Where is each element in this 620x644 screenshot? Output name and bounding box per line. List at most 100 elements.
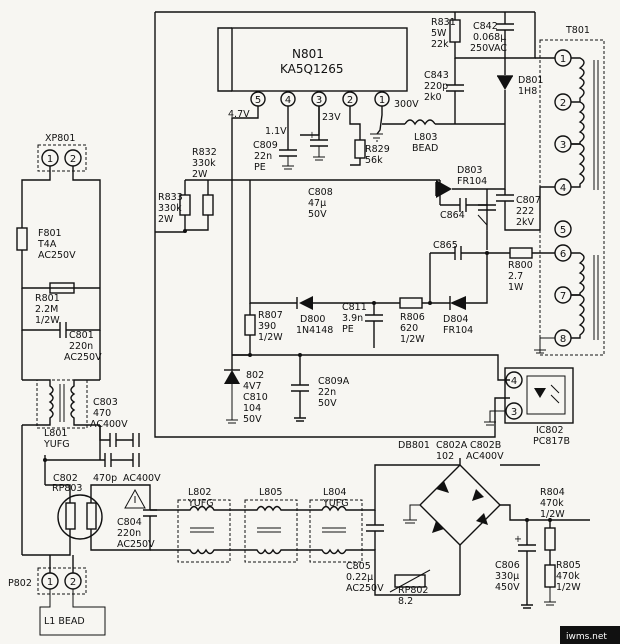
r807-value1: 390	[258, 321, 276, 332]
ic-pin4-voltage: 1.1V	[265, 126, 287, 137]
l803-inductor	[404, 119, 505, 126]
p802-note: L1 BEAD	[44, 616, 85, 627]
r832-value2: 2W	[192, 169, 208, 180]
c809a-value2: 50V	[318, 398, 337, 409]
c803-value1: 470	[93, 408, 111, 419]
rp802-ref: RP802	[398, 585, 428, 596]
c802-ref: C802	[53, 473, 78, 484]
c842-value1: 0.068μ	[473, 32, 506, 43]
c803-value2: AC400V	[90, 419, 128, 430]
l805-ref: L805	[259, 487, 282, 498]
l803-value: BEAD	[412, 143, 438, 154]
c801-ref: C801	[69, 330, 94, 341]
r806-ref: R806	[400, 312, 425, 323]
c810-value2: 50V	[243, 414, 262, 425]
r807-value2: 1/2W	[258, 332, 283, 343]
d804-value: FR104	[443, 325, 473, 336]
p802-pin-2: 2	[70, 577, 76, 588]
c806-ref: C806	[495, 560, 520, 571]
z802-value: 4V7	[243, 381, 262, 392]
l804-ref: L804	[323, 487, 346, 498]
l801-ref: L801	[44, 428, 67, 439]
ic802-pin-4: 4	[511, 376, 517, 387]
t801-pin-6: 6	[560, 249, 566, 260]
svg-text:+: +	[308, 130, 316, 141]
rp803-ref: RP803	[52, 483, 82, 494]
xp801-connector	[16, 144, 101, 380]
d803-ref: D803	[457, 165, 482, 176]
c802b-ref: C802B	[470, 440, 501, 451]
t801-pin-1: 1	[560, 54, 566, 65]
c843-ref: C843	[424, 70, 449, 81]
r800-value1: 2.7	[508, 271, 523, 282]
f801-ref: F801	[38, 228, 62, 239]
r801-value1: 2.2M	[35, 304, 58, 315]
t801-pin-8: 8	[560, 334, 566, 345]
c843-value2: 2k0	[424, 92, 442, 103]
c810-value1: 104	[243, 403, 261, 414]
ic-ref: N801	[292, 47, 324, 61]
r807-ref: R807	[258, 310, 283, 321]
r833-ref: R833	[158, 192, 183, 203]
emi-chokes	[150, 499, 363, 563]
r801-value2: 1/2W	[35, 315, 60, 326]
r833-value1: 330k	[158, 203, 182, 214]
d803-value: FR104	[457, 176, 487, 187]
c804-value1: 220n	[117, 528, 141, 539]
t801-ref: T801	[565, 25, 590, 36]
d803-c864	[435, 124, 555, 250]
r831-value2: 22k	[431, 39, 449, 50]
watermark: iwms.net	[566, 632, 607, 642]
c804-value2: AC250V	[117, 539, 155, 550]
d804-ref: D804	[443, 314, 468, 325]
c802-value2: AC400V	[123, 473, 161, 484]
l803-ref: L803	[414, 132, 437, 143]
c864-ref: C864	[440, 210, 465, 221]
f801-value2: AC250V	[38, 250, 76, 261]
c802a-value: 102	[436, 451, 454, 462]
c843-value1: 220p	[424, 81, 448, 92]
feedback-row	[232, 180, 488, 356]
r829-value: 56k	[365, 155, 383, 166]
l801-value: YUFG	[43, 439, 70, 450]
ic802-ref: IC802	[536, 425, 564, 436]
ic-pin3-voltage: 23V	[322, 112, 341, 123]
c801-value1: 220n	[69, 341, 93, 352]
z802-ref: 802	[246, 370, 264, 381]
d800-ref: D800	[300, 314, 325, 325]
rp803-thermistor	[22, 484, 157, 556]
r804-ref: R804	[540, 487, 565, 498]
c865-ref: C865	[433, 240, 458, 251]
c809-ref: C809	[253, 140, 278, 151]
ic-wiring	[154, 11, 535, 438]
ic-pin-4: 4	[285, 95, 291, 106]
c811-ref: C811	[342, 302, 367, 313]
transformer-t801	[534, 39, 605, 356]
ic-pin5-voltage: 4.7V	[228, 109, 250, 120]
ic802-pin-3: 3	[511, 407, 517, 418]
l802-ref: L802	[188, 487, 211, 498]
c804-ref: C804	[117, 517, 142, 528]
c805-value2: AC250V	[346, 583, 384, 594]
ic-pin-1: 1	[379, 95, 385, 106]
ic-pin-5: 5	[255, 95, 261, 106]
r804-value2: 1/2W	[540, 509, 565, 520]
snubber-network	[446, 12, 555, 124]
c811-value1: 3.9n	[342, 313, 363, 324]
c808-value2: 50V	[308, 209, 327, 220]
c801-value2: AC250V	[64, 352, 102, 363]
c807-ref: C807	[516, 195, 541, 206]
rp802-value: 8.2	[398, 596, 413, 607]
r805-ref: R805	[556, 560, 581, 571]
startup-resistors	[155, 179, 440, 233]
r806-value1: 620	[400, 323, 418, 334]
r806-value2: 1/2W	[400, 334, 425, 345]
c810-ref: C810	[243, 392, 268, 403]
ic-pin1-voltage: 300V	[394, 99, 419, 110]
r800-value2: 1W	[508, 282, 524, 293]
ic-part: KA5Q1265	[280, 62, 344, 76]
c802b-value: AC400V	[466, 451, 504, 462]
c811-value2: PE	[342, 324, 354, 335]
